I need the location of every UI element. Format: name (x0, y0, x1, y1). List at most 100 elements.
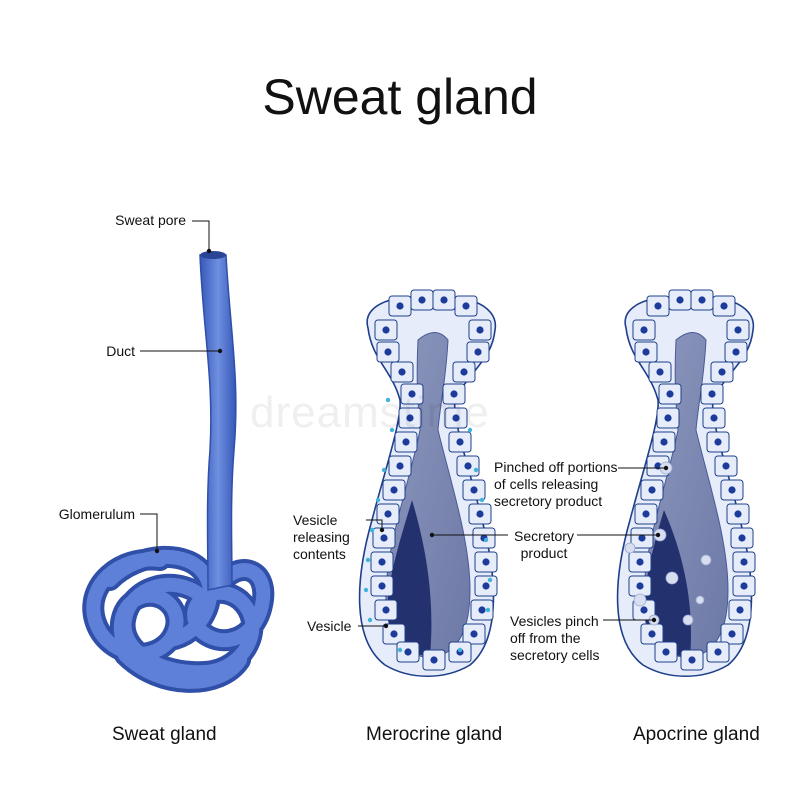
label-duct: Duct (106, 343, 135, 359)
cell-nucleus (418, 296, 426, 304)
secretory-globule (633, 593, 647, 607)
cell-nucleus (698, 296, 706, 304)
cell-nucleus (728, 486, 736, 494)
label-vesicle: Vesicle (307, 618, 352, 634)
label-vesicles-pinch-line1: Vesicles pinch (510, 613, 599, 629)
label-vesicle-releasing-line3: contents (293, 546, 346, 562)
cell-nucleus (648, 630, 656, 638)
cell-nucleus (718, 368, 726, 376)
label-pinched-off-line2: of cells releasing (494, 476, 599, 492)
cell-nucleus (456, 438, 464, 446)
cell-nucleus (660, 438, 668, 446)
watermark: dreamstime (250, 388, 490, 437)
cell-nucleus (740, 582, 748, 590)
cell-nucleus (382, 606, 390, 614)
cell-nucleus (666, 390, 674, 398)
cell-nucleus (654, 302, 662, 310)
cell-nucleus (720, 302, 728, 310)
label-vesicle-releasing-line2: releasing (293, 529, 350, 545)
cell-nucleus (452, 414, 460, 422)
cell-nucleus (380, 534, 388, 542)
cell-nucleus (722, 462, 730, 470)
cell-nucleus (460, 368, 468, 376)
vesicle-dot (365, 557, 371, 563)
cell-nucleus (734, 326, 742, 334)
cell-nucleus (462, 302, 470, 310)
label-sweat-pore: Sweat pore (115, 212, 186, 228)
cell-nucleus (714, 438, 722, 446)
cell-nucleus (664, 414, 672, 422)
cell-nucleus (384, 348, 392, 356)
label-pinched-off-line1: Pinched off portions (494, 459, 618, 475)
cell-nucleus (640, 606, 648, 614)
label-pinched-off-line3: secretory product (494, 493, 603, 509)
vesicle-dot (473, 467, 479, 473)
cell-nucleus (662, 648, 670, 656)
cell-nucleus (464, 462, 472, 470)
cell-nucleus (396, 462, 404, 470)
cell-nucleus (736, 606, 744, 614)
cell-nucleus (378, 558, 386, 566)
cell-nucleus (470, 630, 478, 638)
cell-nucleus (382, 326, 390, 334)
cell-nucleus (476, 510, 484, 518)
cell-nucleus (440, 296, 448, 304)
label-vesicle-releasing-line1: Vesicle (293, 512, 338, 528)
glomerulum-coil (82, 545, 275, 693)
label-vesicles-pinch-line2: off from the (510, 630, 581, 646)
cell-nucleus (470, 486, 478, 494)
cell-nucleus (450, 390, 458, 398)
cell-nucleus (476, 326, 484, 334)
caption-apocrine-gland: Apocrine gland (633, 724, 760, 745)
label-glomerulum: Glomerulum (58, 506, 135, 522)
vesicle-dot (479, 497, 485, 503)
secretory-globule (665, 571, 679, 585)
cell-nucleus (478, 606, 486, 614)
cell-nucleus (740, 558, 748, 566)
caption-sweat-gland: Sweat gland (112, 724, 217, 745)
secretory-globule (695, 595, 705, 605)
cell-nucleus (474, 348, 482, 356)
label-secretory-product-line2: product (520, 545, 568, 561)
cell-nucleus (640, 326, 648, 334)
cell-nucleus (688, 656, 696, 664)
cell-nucleus (656, 368, 664, 376)
vesicle-dot (375, 497, 381, 503)
cell-nucleus (482, 558, 490, 566)
sweat-gland-illustration (82, 220, 275, 693)
cell-nucleus (636, 558, 644, 566)
cell-nucleus (738, 534, 746, 542)
cell-nucleus (714, 648, 722, 656)
cell-nucleus (408, 390, 416, 398)
vesicle-dot (385, 397, 391, 403)
cell-nucleus (638, 534, 646, 542)
cell-nucleus (710, 414, 718, 422)
cell-nucleus (732, 348, 740, 356)
secretory-globule (682, 614, 694, 626)
cell-nucleus (430, 656, 438, 664)
secretory-globule (624, 542, 636, 554)
vesicle-dot (485, 607, 491, 613)
sweat-pore-opening (200, 251, 226, 259)
diagram-title: Sweat gland (262, 69, 538, 125)
cell-nucleus (404, 648, 412, 656)
cell-nucleus (390, 630, 398, 638)
cell-nucleus (378, 582, 386, 590)
cell-nucleus (708, 390, 716, 398)
cell-nucleus (390, 486, 398, 494)
cell-nucleus (482, 582, 490, 590)
vesicle-dot (381, 467, 387, 473)
cell-nucleus (642, 348, 650, 356)
cell-nucleus (398, 368, 406, 376)
merocrine-gland-illustration (358, 289, 508, 678)
cell-nucleus (402, 438, 410, 446)
vesicle-dot (483, 537, 489, 543)
vesicle-dot (457, 647, 463, 653)
vesicle-dot (397, 647, 403, 653)
cell-nucleus (676, 296, 684, 304)
cell-nucleus (642, 510, 650, 518)
cell-nucleus (406, 414, 414, 422)
apocrine-gland-illustration (577, 289, 756, 678)
